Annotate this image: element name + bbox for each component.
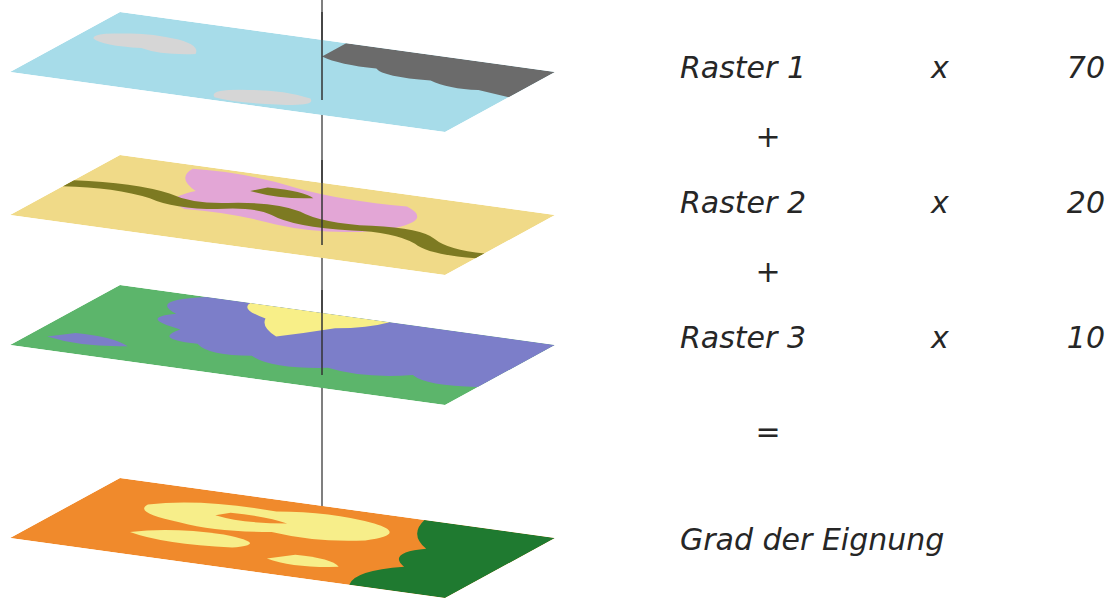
weight-number: 20: [1067, 185, 1105, 221]
multiply-sign: x: [931, 185, 949, 221]
multiply-sign: x: [931, 50, 949, 86]
result-label: Grad der Eignung: [680, 522, 944, 558]
plus-sign: +: [755, 119, 780, 155]
raster-name: Raster 2: [680, 185, 806, 221]
raster-layer-result: [10, 478, 555, 598]
weight-number: 10: [1067, 320, 1105, 356]
weight-number: 70: [1067, 50, 1105, 86]
raster-layer-1: [10, 12, 555, 132]
multiply-sign: x: [931, 320, 949, 356]
equals-sign: =: [755, 414, 780, 450]
axis-line: [321, 0, 323, 545]
raster-layer-2: [10, 155, 555, 275]
raster-name: Raster 3: [680, 320, 806, 356]
plus-sign: +: [755, 254, 780, 290]
raster-layer-3: [10, 285, 555, 405]
raster-name: Raster 1: [680, 50, 806, 86]
